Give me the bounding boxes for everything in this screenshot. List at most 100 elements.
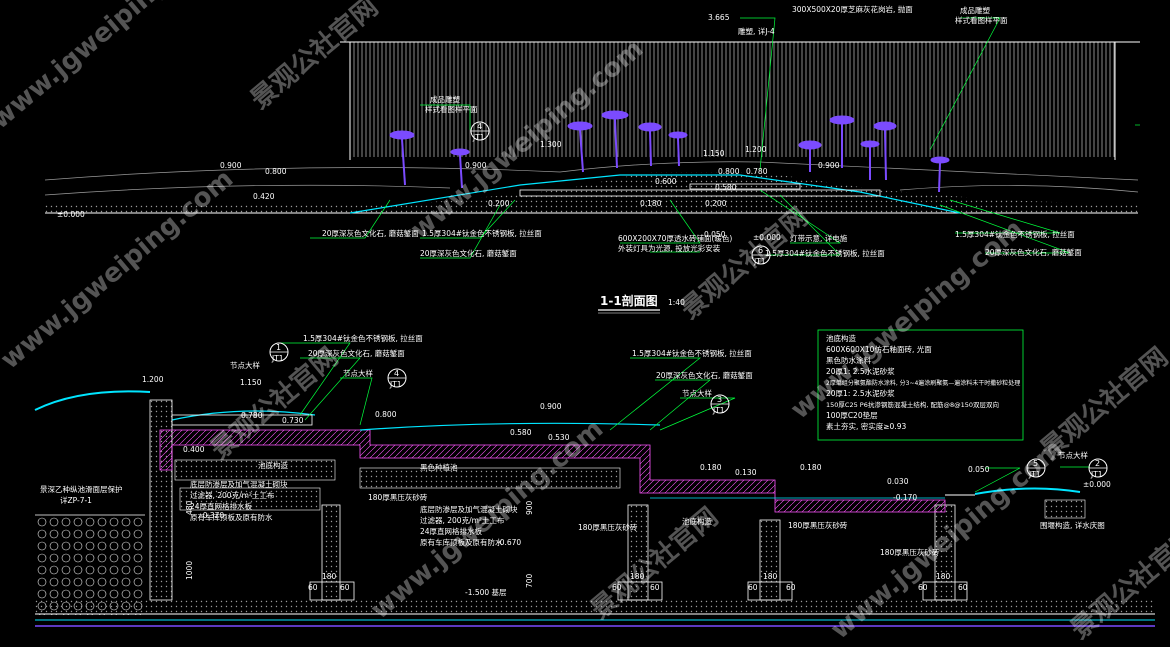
label-granite: 300X500X20厚芝麻灰花岗岩, 抛面 bbox=[792, 4, 913, 14]
label-sculpture-l1: 成品雕塑 bbox=[430, 94, 460, 104]
note-brick-d: 180厚黑压灰砂砖 bbox=[880, 547, 940, 557]
callout-number: 6 bbox=[758, 246, 763, 255]
elev-0530: 0.530 bbox=[548, 433, 570, 442]
elev-0780: 0.780 bbox=[746, 167, 768, 176]
note-steel-b: 1.5厚304#钛金色不锈钢板, 拉丝面 bbox=[632, 348, 752, 358]
spec-box: 池底构造 600X600X10仿石釉面砖, 光面 黑色防水涂料 20厚1: 2.… bbox=[817, 329, 1024, 441]
watermark-text: 景观公社官网 bbox=[675, 201, 814, 325]
elevation-callout-6: 6 JT1 bbox=[751, 245, 771, 266]
note-detail-b: 节点大样 bbox=[682, 388, 712, 398]
dim-480: 480 bbox=[185, 500, 194, 515]
watermark-text: 景观公社官网 bbox=[1065, 521, 1170, 643]
callout-number: 1 bbox=[276, 343, 281, 352]
elev-n1500: -1.500 基层 bbox=[465, 587, 507, 597]
note-detail-c: 节点大样 bbox=[230, 360, 260, 370]
callout-number: 2 bbox=[1095, 459, 1100, 468]
dim-60-b: 60 bbox=[340, 583, 350, 592]
dim-60-h: 60 bbox=[958, 583, 968, 592]
elev-n0370: -0.370 bbox=[200, 511, 224, 520]
section-dims: 480 1000 900 700 60 180 60 60 180 60 60 … bbox=[185, 500, 968, 592]
label-top-elev: 3.665 bbox=[708, 13, 730, 22]
note-steel-3: 1.5厚304#钛金色不锈钢板, 拉丝面 bbox=[955, 229, 1075, 239]
elev-zero-m: ±0.000 bbox=[753, 233, 781, 242]
section-title-block: 1-1剖面图 1:40 bbox=[598, 293, 685, 314]
elevation-labels: 3.665 雕塑, 详J-4 300X500X20厚芝麻灰花岗岩, 抛面 成品雕… bbox=[57, 4, 1082, 258]
callout-sheet: JT1 bbox=[1028, 470, 1041, 479]
note-brick-c: 180厚黑压灰砂砖 bbox=[788, 520, 848, 530]
spec-line-1: 600X600X10仿石釉面砖, 光面 bbox=[826, 344, 932, 354]
note-steel-2: 1.5厚304#钛金色不锈钢板, 拉丝面 bbox=[765, 248, 885, 258]
note-layer-b4: 原有车库顶板及原有防水 bbox=[420, 537, 503, 547]
note-layer-b3: 24厚直网格排水板 bbox=[420, 526, 483, 536]
elev-0900-r: 0.900 bbox=[818, 161, 840, 170]
note-pool-base-b: 池底构造 bbox=[682, 516, 712, 526]
elev-0900: 0.900 bbox=[540, 402, 562, 411]
note-lightstrip: 灯带示意, 详电施 bbox=[790, 233, 848, 243]
building-facade bbox=[340, 41, 1140, 160]
callout-number: 3 bbox=[717, 395, 722, 404]
spec-line-2: 黑色防水涂料 bbox=[826, 355, 871, 365]
dim-180-a: 180 bbox=[322, 572, 337, 581]
note-layer-a3: 24厚直网格排水板 bbox=[190, 501, 253, 511]
note-brick-a: 180厚黑压灰砂砖 bbox=[368, 492, 428, 502]
callout-number: 4 bbox=[394, 369, 399, 378]
note-detail-a: 节点大样 bbox=[343, 368, 373, 378]
dim-180-c: 180 bbox=[763, 572, 778, 581]
elev-zero-l: ±0.000 bbox=[57, 210, 85, 219]
section-callout-3: 3 JT1 bbox=[710, 394, 730, 415]
section-callout-2: 2 JT1 bbox=[1088, 458, 1108, 479]
spec-box-title: 池底构造 bbox=[826, 333, 856, 343]
elev-0580: 0.580 bbox=[715, 183, 737, 192]
callout-sheet: JT1 bbox=[389, 380, 402, 389]
elev-0200-r: 0.200 bbox=[705, 199, 727, 208]
note-stone-1: 20厚深灰色文化石, 蘑菇錾面 bbox=[322, 228, 419, 238]
watermark-text: www.jgweiping.com bbox=[0, 164, 239, 375]
spec-line-8: 素土夯实, 密实度≥0.93 bbox=[826, 421, 906, 431]
elev-0580: 0.580 bbox=[510, 428, 532, 437]
elev-0900-l: 0.900 bbox=[220, 161, 242, 170]
dim-60-a: 60 bbox=[308, 583, 318, 592]
elev-1300: 1.300 bbox=[540, 140, 562, 149]
elev-0900-m: 0.900 bbox=[465, 161, 487, 170]
section-callout-4: 4 JT1 bbox=[387, 368, 407, 389]
dim-180-b: 180 bbox=[630, 572, 645, 581]
dim-60-d: 60 bbox=[650, 583, 660, 592]
spec-line-3: 20厚1: 2.5水泥砂浆 bbox=[826, 366, 895, 376]
elev-zero: ±0.000 bbox=[1083, 480, 1111, 489]
elev-0800: 0.800 bbox=[718, 167, 740, 176]
note-stone-3: 20厚深灰色文化石, 蘑菇錾面 bbox=[985, 247, 1082, 257]
dim-60-e: 60 bbox=[748, 583, 758, 592]
elev-0030: 0.030 bbox=[887, 477, 909, 486]
dim-700: 700 bbox=[525, 573, 534, 588]
section-callout-1: 1 JT1 bbox=[269, 342, 289, 363]
elev-0800: 0.800 bbox=[375, 410, 397, 419]
footings bbox=[309, 581, 968, 601]
watermark-text: www.jgweiping.com bbox=[0, 0, 229, 135]
dim-60-c: 60 bbox=[612, 583, 622, 592]
elev-0420: 0.420 bbox=[253, 192, 275, 201]
elev-1200: 1.200 bbox=[745, 145, 767, 154]
elev-0180-b: 0.180 bbox=[800, 463, 822, 472]
note-light: 外装灯具为光源, 投放光彩安装 bbox=[618, 243, 721, 253]
note-layer-b1: 底层防渗层及加气混凝土砌块 bbox=[420, 504, 518, 514]
elev-n0170: -0.170 bbox=[893, 493, 917, 502]
elev-0400: 0.400 bbox=[183, 445, 205, 454]
elev-0730: 0.730 bbox=[282, 416, 304, 425]
note-planting-ref: 详ZP-7-1 bbox=[60, 495, 92, 505]
callout-number: 4 bbox=[477, 122, 482, 131]
spec-line-6: 150厚C25 P6抗渗钢筋混凝土结构, 配筋@8@150双层双向 bbox=[826, 400, 999, 409]
elev-n0670: -0.670 bbox=[497, 538, 521, 547]
section-leaders bbox=[280, 342, 1090, 493]
elev-0200-l: 0.200 bbox=[488, 199, 510, 208]
elev-1150: 1.150 bbox=[703, 149, 725, 158]
note-planter: 黑色种植池 bbox=[420, 462, 458, 472]
elev-0180-a: 0.180 bbox=[700, 463, 722, 472]
section-scale: 1:40 bbox=[668, 298, 685, 307]
note-stone-a: 20厚深灰色文化石, 蘑菇錾面 bbox=[308, 348, 405, 358]
callout-sheet: JT1 bbox=[753, 257, 766, 266]
spec-line-7: 100厚C20垫层 bbox=[826, 410, 878, 420]
dim-900: 900 bbox=[525, 500, 534, 515]
section-title: 1-1剖面图 bbox=[600, 293, 658, 308]
elevation-leaders bbox=[310, 17, 1140, 259]
